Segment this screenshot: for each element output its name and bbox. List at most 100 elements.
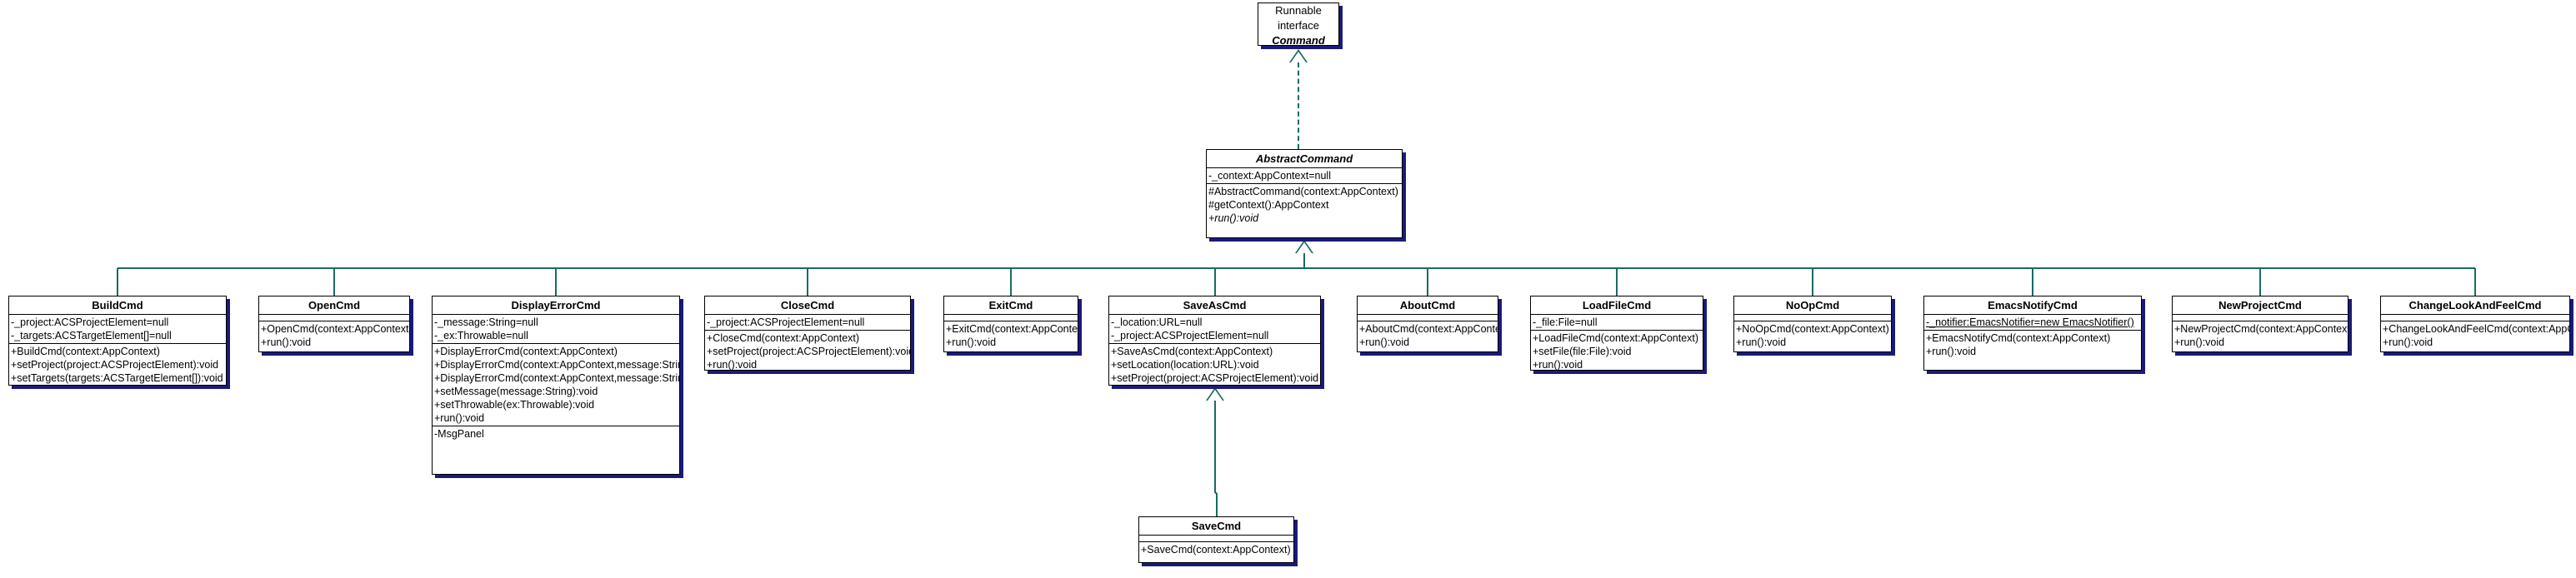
buildcmd-operation-0: +BuildCmd(context:AppContext) (11, 346, 160, 357)
class-box-savecmd[interactable]: SaveCmd +SaveCmd(context:AppContext) (1138, 516, 1294, 563)
noopcmd-operation-0: +NoOpCmd(context:AppContext) (1736, 323, 1889, 335)
exitcmd-operation-1: +run():void (946, 336, 997, 348)
displayerrorcmd-attribute-0: -_message:String=null (434, 316, 538, 328)
class-box-opencmd[interactable]: OpenCmd +OpenCmd(context:AppContext)+run(… (258, 296, 410, 352)
abstractcommand-class-name: AbstractCommand (1255, 152, 1353, 165)
savecmd-operations-compartment: +SaveCmd(context:AppContext) (1139, 541, 1293, 557)
exitcmd-class-name: ExitCmd (988, 299, 1033, 311)
class-box-loadfilecmd[interactable]: LoadFileCmd-_file:File=null+LoadFileCmd(… (1530, 296, 1703, 371)
newprojectcmd-operations-compartment: +NewProjectCmd(context:AppContext)+run()… (2173, 321, 2348, 350)
generalization-drop-opencmd (333, 268, 335, 296)
class-box-abstractcommand[interactable]: AbstractCommand -_context:AppContext=nul… (1206, 149, 1403, 238)
emacsnotifycmd-attributes-compartment: -_notifier:EmacsNotifier=new EmacsNotifi… (1924, 314, 2141, 330)
aboutcmd-attributes-compartment (1358, 314, 1498, 321)
generalization-stem-saveascmd (1213, 401, 1216, 493)
class-box-buildcmd[interactable]: BuildCmd -_project:ACSProjectElement=null… (8, 296, 227, 386)
displayerrorcmd-operations-compartment: +DisplayErrorCmd(context:AppContext)+Dis… (433, 343, 679, 426)
changelookandfeelcmd-operation-0: +ChangeLookAndFeelCmd(context:AppContext… (2383, 323, 2569, 335)
realization-triangle-command (1289, 49, 1308, 62)
closecmd-class-name: CloseCmd (780, 299, 835, 311)
abstractcommand-operation-0: #AbstractCommand(context:AppContext) (1208, 186, 1398, 197)
displayerrorcmd-attribute-1: -_ex:Throwable=null (434, 330, 528, 341)
emacsnotifycmd-operation-1: +run():void (1926, 346, 1977, 357)
class-box-aboutcmd[interactable]: AboutCmd+AboutCmd(context:AppContext)+ru… (1357, 296, 1498, 352)
abstractcommand-attribute-0: -_context:AppContext=null (1208, 170, 1331, 182)
loadfilecmd-operation-0: +LoadFileCmd(context:AppContext) (1533, 332, 1699, 344)
generalization-drop-exitcmd (1010, 268, 1012, 296)
class-box-newprojectcmd[interactable]: NewProjectCmd+NewProjectCmd(context:AppC… (2172, 296, 2348, 352)
buildcmd-operations-compartment: +BuildCmd(context:AppContext) +setProject… (9, 343, 226, 386)
loadfilecmd-operation-1: +setFile(file:File):void (1533, 346, 1632, 357)
saveascmd-attribute-1: -_project:ACSProjectElement=null (1111, 330, 1269, 341)
loadfilecmd-class-name: LoadFileCmd (1582, 299, 1652, 311)
closecmd-operation-1: +setProject(project:ACSProjectElement):v… (707, 346, 910, 357)
displayerrorcmd-extra-compartment: -MsgPanel (433, 426, 679, 441)
generalization-stem-abstractcommand (1303, 253, 1305, 268)
newprojectcmd-operation-1: +run():void (2174, 336, 2225, 348)
displayerrorcmd-extra-0: -MsgPanel (434, 428, 484, 440)
changelookandfeelcmd-operation-1: +run():void (2383, 336, 2433, 348)
changelookandfeelcmd-attributes-compartment (2381, 314, 2569, 321)
emacsnotifycmd-operation-0: +EmacsNotifyCmd(context:AppContext) (1926, 332, 2111, 344)
generalization-drop-displayerrorcmd (555, 268, 557, 296)
command-class-name: Command (1272, 34, 1325, 46)
noopcmd-attributes-compartment (1734, 314, 1891, 321)
buildcmd-attributes-compartment: -_project:ACSProjectElement=null -_target… (9, 314, 226, 343)
saveascmd-attribute-0: -_location:URL=null (1111, 316, 1203, 328)
changelookandfeelcmd-operations-compartment: +ChangeLookAndFeelCmd(context:AppContext… (2381, 321, 2569, 350)
class-box-noopcmd[interactable]: NoOpCmd +NoOpCmd(context:AppContext)+run(… (1733, 296, 1892, 352)
buildcmd-operation-3: +run():void (9, 385, 226, 386)
class-box-changelookandfeelcmd[interactable]: ChangeLookAndFeelCmd +ChangeLookAndFeelCm… (2380, 296, 2570, 352)
buildcmd-attribute-1: -_targets:ACSTargetElement[]=null (11, 330, 172, 341)
opencmd-operation-1: +run():void (261, 336, 312, 348)
changelookandfeelcmd-class-name: ChangeLookAndFeelCmd (2408, 299, 2542, 311)
saveascmd-operations-compartment: +SaveAsCmd(context:AppContext)+setLocati… (1109, 343, 1320, 385)
saveascmd-operation-2: +setProject(project:ACSProjectElement):v… (1111, 372, 1319, 384)
generalization-triangle-abstractcommand (1295, 240, 1313, 253)
displayerrorcmd-operation-3: +setMessage(message:String):void (434, 386, 598, 397)
opencmd-class-name: OpenCmd (308, 299, 361, 311)
class-box-closecmd[interactable]: CloseCmd-_project:ACSProjectElement=null… (704, 296, 911, 371)
generalization-drop-saveascmd (1213, 268, 1216, 296)
emacsnotifycmd-attribute-0: -_notifier:EmacsNotifier=new EmacsNotifi… (1926, 316, 2134, 328)
class-box-command[interactable]: Runnable interface Command +run():void (1258, 2, 1339, 46)
displayerrorcmd-operation-1: +DisplayErrorCmd(context:AppContext,mess… (434, 359, 679, 371)
generalization-drop-loadfilecmd (1616, 268, 1618, 296)
noopcmd-operation-1: +run():void (1736, 336, 1787, 348)
class-box-emacsnotifycmd[interactable]: EmacsNotifyCmd -_notifier:EmacsNotifier=n… (1923, 296, 2142, 371)
newprojectcmd-operation-0: +NewProjectCmd(context:AppContext) (2174, 323, 2348, 335)
loadfilecmd-operations-compartment: +LoadFileCmd(context:AppContext) +setFile… (1531, 330, 1703, 370)
saveascmd-operation-1: +setLocation(location:URL):void (1111, 359, 1259, 371)
class-box-saveascmd[interactable]: SaveAsCmd -_location:URL=null -_project:AC… (1108, 296, 1321, 386)
exitcmd-operations-compartment: +ExitCmd(context:AppContext)+run():void (944, 321, 1078, 350)
class-box-displayerrorcmd[interactable]: DisplayErrorCmd-_message:String=null-_ex… (432, 296, 680, 475)
opencmd-operations-compartment: +OpenCmd(context:AppContext)+run():void (259, 321, 409, 350)
generalization-triangle-saveascmd (1205, 387, 1224, 401)
generalization-drop-changelookandfeelcmd (2474, 268, 2476, 296)
noopcmd-class-name: NoOpCmd (1785, 299, 1840, 311)
displayerrorcmd-attributes-compartment: -_message:String=null -_ex:Throwable=null (433, 314, 679, 343)
buildcmd-attribute-0: -_project:ACSProjectElement=null (11, 316, 169, 328)
command-stereotype-runnable: Runnable (1275, 4, 1322, 17)
savecmd-class-name: SaveCmd (1191, 520, 1242, 532)
saveascmd-class-name: SaveAsCmd (1183, 299, 1247, 311)
saveascmd-attributes-compartment: -_location:URL=null -_project:ACSProjectE… (1109, 314, 1320, 343)
generalization-drop-aboutcmd (1427, 268, 1428, 296)
buildcmd-operation-1: +setProject(project:ACSProjectElement):v… (11, 359, 219, 371)
aboutcmd-operations-compartment: +AboutCmd(context:AppContext)+run():void (1358, 321, 1498, 350)
command-stereotype-interface: interface (1278, 19, 1319, 32)
buildcmd-class-name: BuildCmd (92, 299, 143, 311)
aboutcmd-operation-1: +run():void (1359, 336, 1410, 348)
loadfilecmd-attributes-compartment: -_file:File=null (1531, 314, 1703, 330)
abstractcommand-operations-compartment: #AbstractCommand(context:AppContext) #ge… (1207, 183, 1402, 226)
closecmd-operation-2: +run():void (707, 359, 758, 371)
class-box-exitcmd[interactable]: ExitCmd +ExitCmd(context:AppContext)+run(… (943, 296, 1078, 352)
abstractcommand-operation-2: +run():void (1208, 212, 1259, 224)
generalization-drop-buildcmd (117, 268, 118, 296)
closecmd-operations-compartment: +CloseCmd(context:AppContext)+setProject… (705, 330, 910, 371)
buildcmd-operation-2: +setTargets(targets:ACSTargetElement[]):… (11, 372, 223, 384)
emacsnotifycmd-class-name: EmacsNotifyCmd (1988, 299, 2078, 311)
emacsnotifycmd-operations-compartment: +EmacsNotifyCmd(context:AppContext) +run(… (1924, 330, 2141, 359)
newprojectcmd-attributes-compartment (2173, 314, 2348, 321)
